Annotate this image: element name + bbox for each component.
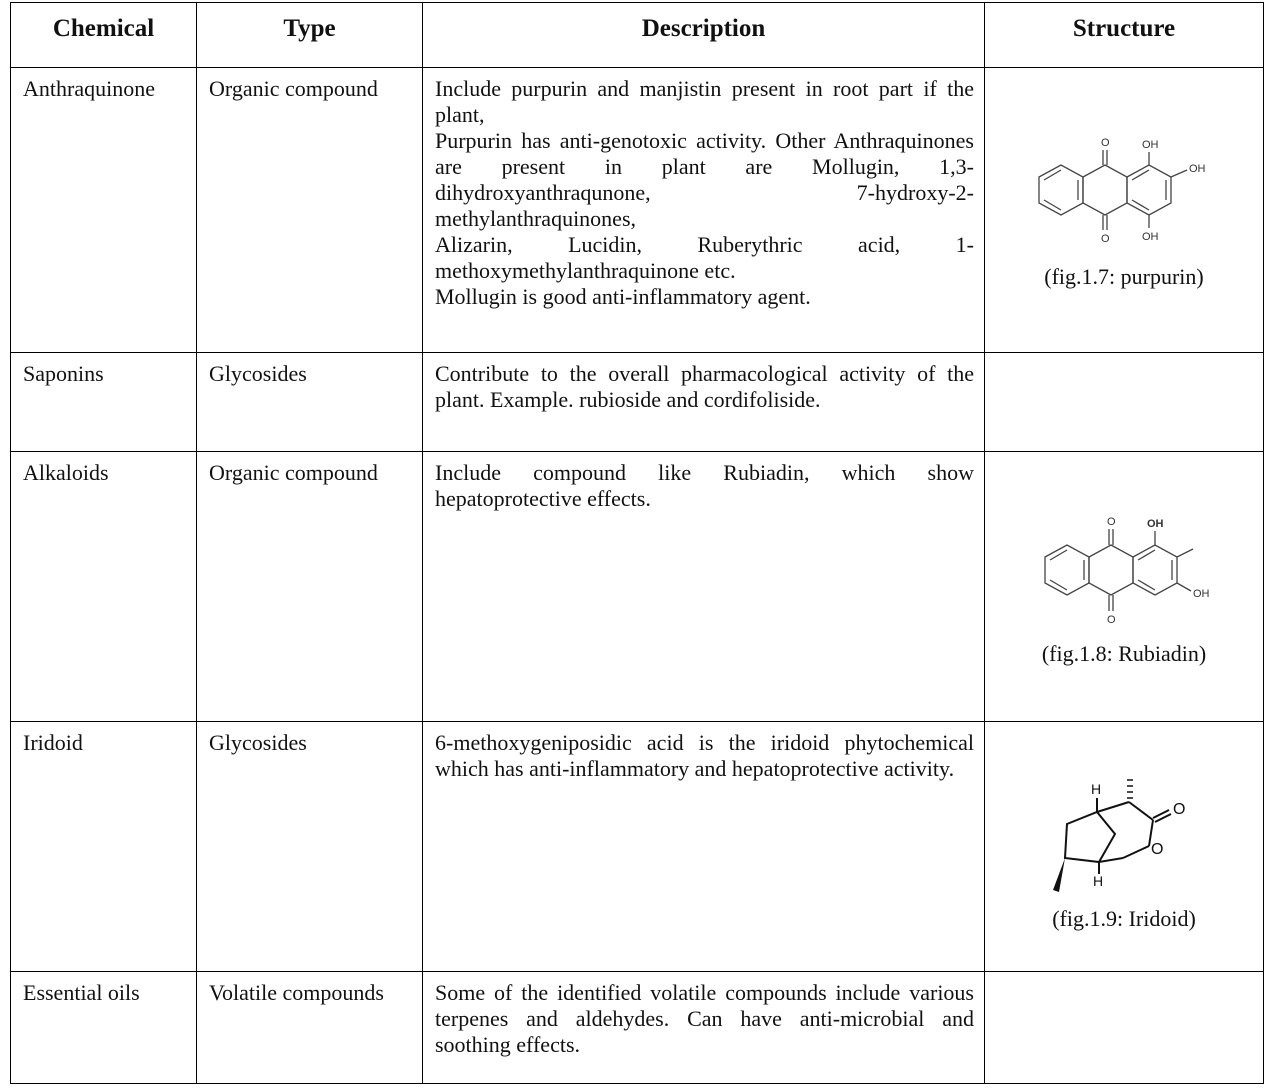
type-cell: Volatile compounds (196, 971, 423, 1084)
description-line: Some of the identified volatile compound… (435, 980, 974, 1057)
description-line: 6-methoxygeniposidic acid is the iridoid… (435, 730, 974, 781)
structure-cell: O OH OH O OH (fig.1.7: purpurin) (984, 67, 1264, 353)
purpurin-structure-image: O OH OH O OH (1038, 137, 1206, 245)
type-cell: Glycosides (196, 352, 423, 452)
chemical-cell: Iridoid (10, 721, 197, 972)
chemical-cell: Saponins (10, 352, 197, 452)
structure-label: OH (1189, 163, 1206, 175)
structure-label: O (1173, 801, 1185, 818)
table-row: Anthraquinone Organic compound Include p… (10, 67, 1264, 353)
structure-caption: (fig.1.7: purpurin) (1044, 264, 1204, 289)
structure-label: O (1107, 614, 1116, 626)
chemical-cell: Anthraquinone (10, 67, 197, 353)
structure-caption: (fig.1.8: Rubiadin) (1041, 640, 1207, 666)
type-cell: Organic compound (196, 451, 423, 722)
table-row: Iridoid Glycosides 6-methoxygeniposidic … (10, 721, 1264, 972)
structure-label: OH (1147, 518, 1164, 530)
type-cell: Glycosides (196, 721, 423, 972)
structure-cell: O OH OH O (fig.1.8: Rubiadin) (984, 451, 1264, 722)
structure-label: H (1093, 873, 1103, 889)
structure-label: O (1101, 137, 1110, 149)
structure-label: H (1091, 781, 1101, 797)
description-cell: Include purpurin and manjistin present i… (422, 67, 985, 353)
description-line: Mollugin is good anti-inflammatory agent… (435, 284, 811, 309)
table-row: Alkaloids Organic compound Include compo… (10, 451, 1264, 722)
structure-label: O (1101, 233, 1110, 245)
header-description: Description (422, 2, 985, 68)
structure-cell: H O O H (fig.1.9: Iridoid) (984, 721, 1264, 972)
rubiadin-structure-image: O OH OH O (1044, 516, 1210, 626)
header-chemical: Chemical (10, 2, 197, 68)
chemical-cell: Essential oils (10, 971, 197, 1084)
phytochemical-table: Chemical Type Description Structure Anth… (10, 2, 1264, 1084)
structure-cell (984, 352, 1264, 452)
header-type: Type (196, 2, 423, 68)
structure-label: O (1107, 516, 1116, 528)
description-line: Include compound like Rubiadin, which sh… (435, 460, 974, 511)
description-line: Purpurin has anti-genotoxic activity. Ot… (435, 128, 974, 231)
description-line: Contribute to the overall pharmacologica… (435, 361, 974, 412)
table-row: Saponins Glycosides Contribute to the ov… (10, 352, 1264, 452)
chemical-cell: Alkaloids (10, 451, 197, 722)
description-cell: Include compound like Rubiadin, which sh… (422, 451, 985, 722)
header-structure: Structure (984, 2, 1264, 68)
iridoid-structure-image: H O O H (1053, 778, 1185, 892)
header-row: Chemical Type Description Structure (10, 2, 1264, 68)
structure-label: OH (1193, 588, 1210, 600)
structure-caption: (fig.1.9: Iridoid) (1052, 905, 1196, 931)
description-line: Include purpurin and manjistin present i… (435, 76, 974, 127)
description-cell: Some of the identified volatile compound… (422, 971, 985, 1084)
description-cell: 6-methoxygeniposidic acid is the iridoid… (422, 721, 985, 972)
structure-label: O (1151, 841, 1163, 858)
structure-label: OH (1142, 231, 1159, 243)
structure-label: OH (1142, 139, 1159, 151)
structure-cell (984, 971, 1264, 1084)
description-line: Alizarin, Lucidin, Ruberythric acid, 1-m… (435, 232, 974, 283)
type-cell: Organic compound (196, 67, 423, 353)
description-cell: Contribute to the overall pharmacologica… (422, 352, 985, 452)
table-row: Essential oils Volatile compounds Some o… (10, 971, 1264, 1084)
